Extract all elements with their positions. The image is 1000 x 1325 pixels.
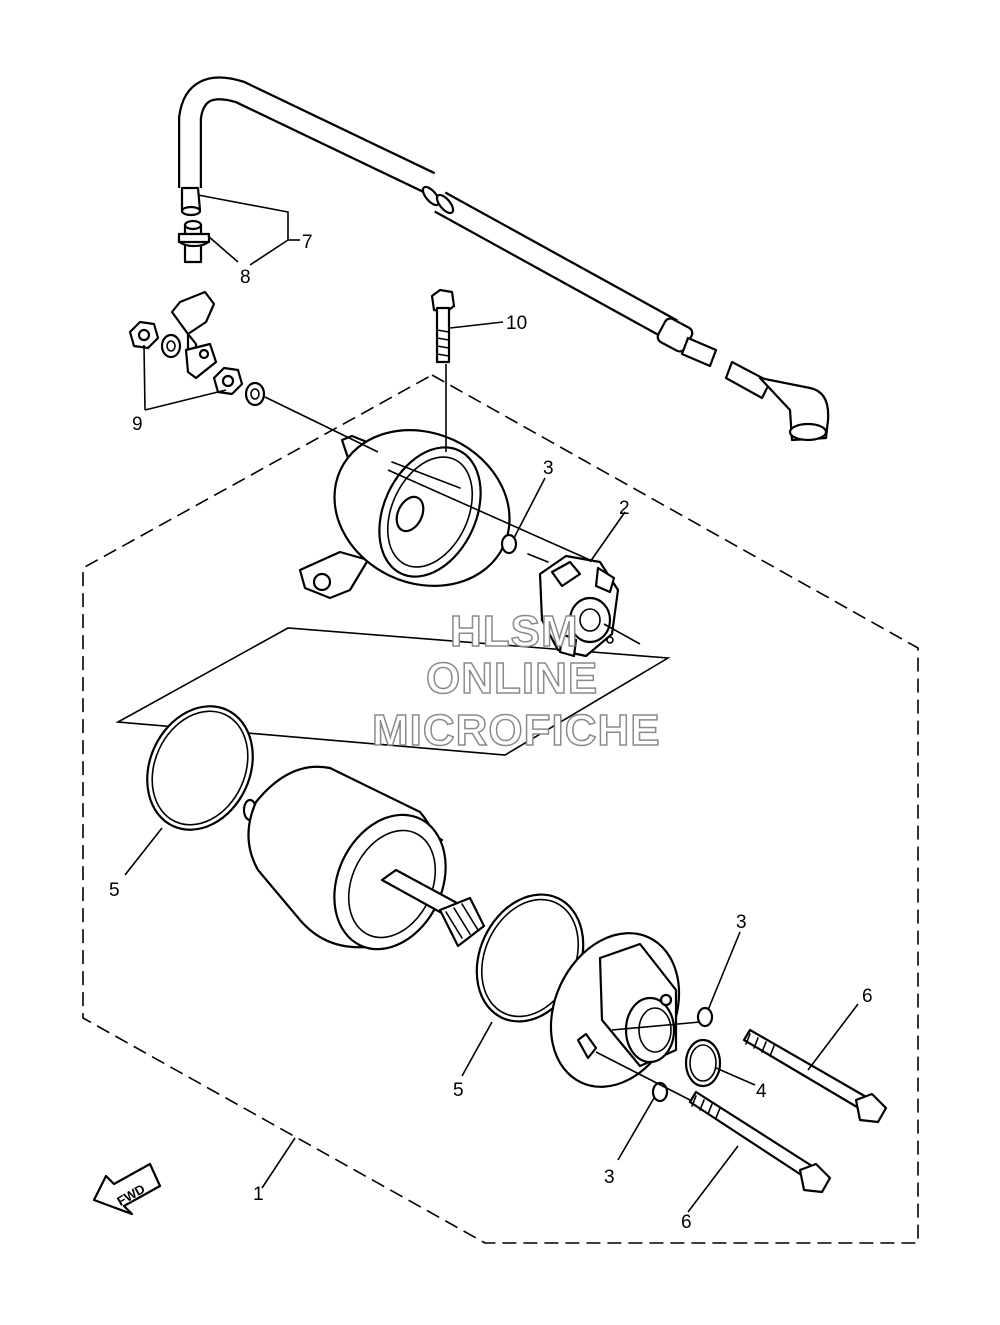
brush-area-outline: [115, 627, 671, 756]
through-bolt-upper: [742, 1028, 888, 1124]
callout-2: 2: [619, 498, 630, 519]
callout-5-upper: 5: [109, 880, 120, 901]
callout-3-lower: 3: [604, 1167, 615, 1188]
o-ring-medium: [684, 1038, 722, 1088]
o-ring-small-upper: [500, 533, 518, 555]
mounting-bolt: [430, 288, 456, 364]
watermark-line-1: HLSM: [450, 607, 579, 656]
callout-3-upper: 3: [543, 458, 554, 479]
callout-5-lower: 5: [453, 1080, 464, 1101]
starter-cable: [178, 76, 830, 442]
callout-8: 8: [240, 267, 251, 288]
leader-lines: [124, 194, 859, 1213]
callout-3-front: 3: [736, 912, 747, 933]
nut-washer-set: [128, 320, 266, 407]
forward-direction-arrow: FWD: [92, 1162, 162, 1216]
callout-6-lower: 6: [681, 1212, 692, 1233]
callout-9: 9: [132, 414, 143, 435]
motor-yoke: [242, 765, 486, 951]
starter-assembly-boundary: [82, 374, 919, 1244]
o-ring-large-upper: [146, 705, 254, 831]
callout-10: 10: [506, 313, 527, 334]
brush-holder: [527, 553, 620, 658]
watermark: HLSM ONLINE MICROFICHE: [371, 606, 661, 756]
callout-6-upper: 6: [862, 986, 873, 1007]
rear-cover-housing: [298, 429, 511, 600]
cable-terminal-lead: [170, 219, 218, 380]
o-ring-small-front: [696, 1006, 714, 1028]
callout-1: 1: [253, 1184, 264, 1205]
callout-4: 4: [756, 1081, 767, 1102]
through-bolt-lower: [688, 1090, 832, 1194]
callout-7: 7: [302, 232, 313, 253]
watermark-line-2: ONLINE: [426, 654, 598, 703]
front-cover: [549, 932, 681, 1088]
o-ring-small-lower: [651, 1081, 669, 1103]
watermark-line-3: MICROFICHE: [372, 706, 661, 755]
